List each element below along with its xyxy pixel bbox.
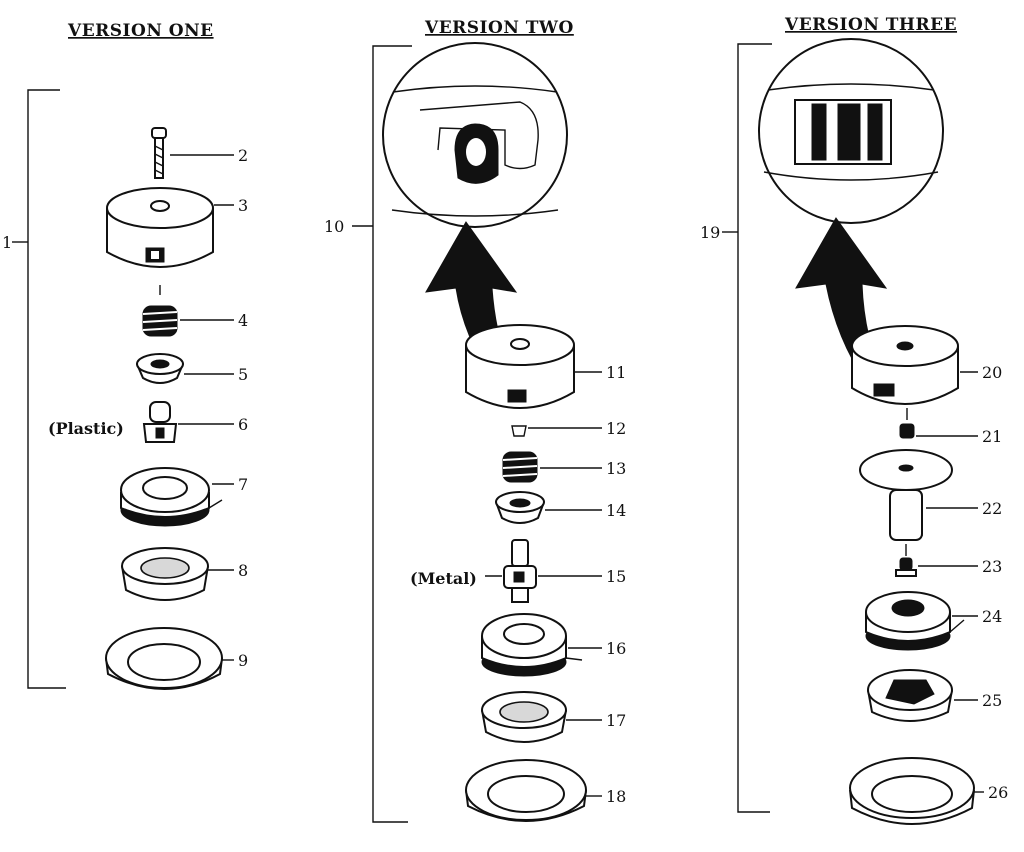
part-number-18: 18 — [606, 787, 626, 806]
part-number-17: 17 — [606, 711, 626, 730]
part-number-9: 9 — [238, 651, 248, 670]
part-number-11: 11 — [606, 363, 626, 382]
part-number-13: 13 — [606, 459, 626, 478]
part-number-8: 8 — [238, 561, 248, 580]
part-cup — [121, 547, 209, 601]
version-one-assembly: 1 2 3 4 — [2, 89, 248, 690]
part-washer — [495, 491, 545, 524]
note-metal: (Metal) — [410, 569, 477, 588]
part-number-23: 23 — [982, 557, 1002, 576]
part-cam-plate — [867, 669, 953, 722]
part-number-21: 21 — [982, 427, 1002, 446]
header-version-one: VERSION ONE — [67, 21, 214, 41]
header-version-two: VERSION TWO — [424, 18, 574, 38]
part-number-5: 5 — [238, 365, 248, 384]
version-two-assembly: 10 11 12 — [324, 42, 626, 823]
part-number-14: 14 — [606, 501, 626, 520]
part-number-12: 12 — [606, 419, 626, 438]
part-spool — [120, 467, 223, 527]
assembly-label-1: 1 — [2, 233, 12, 252]
part-number-7: 7 — [238, 475, 248, 494]
part-housing — [106, 187, 214, 268]
assembly-label-19: 19 — [700, 223, 720, 242]
part-number-3: 3 — [238, 196, 248, 215]
part-number-20: 20 — [982, 363, 1002, 382]
detail-circle-version-three — [758, 38, 944, 224]
part-number-26: 26 — [988, 783, 1008, 802]
part-eyelet-plate — [859, 449, 953, 541]
part-washer — [136, 353, 184, 384]
part-spool — [481, 613, 583, 677]
part-base-ring — [105, 627, 223, 690]
part-number-15: 15 — [606, 567, 626, 586]
assembly-label-10: 10 — [324, 217, 344, 236]
version-three-assembly: 19 20 21 — [700, 38, 1008, 825]
part-housing — [465, 324, 575, 409]
part-screw — [895, 544, 917, 577]
part-number-25: 25 — [982, 691, 1002, 710]
detail-circle-version-two — [382, 42, 568, 228]
part-number-16: 16 — [606, 639, 626, 658]
part-hub-plastic — [142, 401, 178, 443]
part-base-ring — [849, 757, 975, 825]
part-number-2: 2 — [238, 146, 248, 165]
part-number-22: 22 — [982, 499, 1002, 518]
part-hub-metal — [503, 539, 537, 603]
part-spool — [865, 591, 965, 651]
part-spring — [502, 451, 538, 483]
part-cup — [481, 691, 567, 743]
part-bolt — [151, 127, 167, 179]
part-housing — [851, 325, 959, 405]
part-number-4: 4 — [238, 311, 248, 330]
part-spring — [142, 285, 178, 337]
part-nut — [899, 408, 915, 439]
header-version-three: VERSION THREE — [784, 15, 957, 35]
part-base-ring — [465, 759, 587, 822]
note-plastic: (Plastic) — [48, 419, 124, 438]
part-clip — [511, 425, 527, 437]
part-number-24: 24 — [982, 607, 1002, 626]
part-number-6: 6 — [238, 415, 248, 434]
